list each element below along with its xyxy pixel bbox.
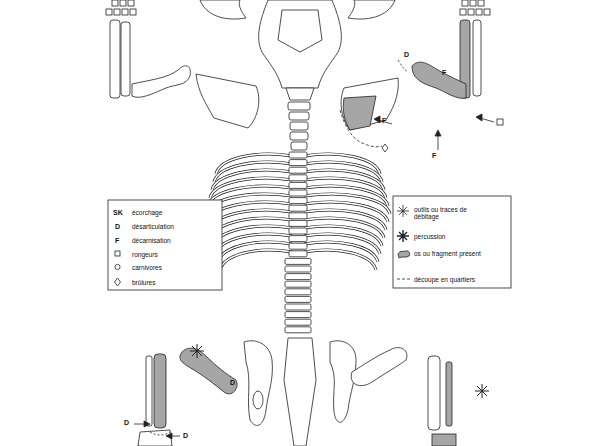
bone bbox=[146, 356, 152, 426]
mark-letter: F bbox=[382, 117, 386, 124]
legend-text: carnivores bbox=[132, 264, 162, 271]
legend-text: décarnisation bbox=[132, 237, 171, 244]
legend-text: brûlures bbox=[132, 279, 155, 286]
mark-letter: F bbox=[432, 152, 436, 159]
skull bbox=[286, 88, 314, 100]
bone bbox=[446, 362, 452, 426]
burn-symbol bbox=[115, 278, 121, 286]
scapula bbox=[343, 96, 376, 130]
percussion-symbol bbox=[190, 344, 489, 398]
vertebra bbox=[288, 102, 310, 150]
bone bbox=[154, 354, 166, 428]
bone bbox=[348, 0, 395, 19]
legend-text: découpe en quartiers bbox=[414, 276, 475, 283]
bone bbox=[473, 20, 481, 96]
mark-letter: F bbox=[115, 237, 119, 244]
legend-text: rongeurs bbox=[132, 251, 158, 258]
legend-text: désarticulation bbox=[132, 223, 174, 230]
bone bbox=[200, 0, 246, 19]
bone-symbol bbox=[398, 251, 410, 258]
legend-box bbox=[108, 200, 222, 290]
pelvis bbox=[244, 341, 272, 426]
bone bbox=[428, 356, 440, 430]
legend-text: outils ou traces de débitage bbox=[414, 206, 492, 221]
legend-box bbox=[393, 196, 511, 288]
pelvis bbox=[253, 391, 263, 409]
sacrum bbox=[284, 338, 316, 446]
bone bbox=[432, 434, 456, 446]
mark-letter: D bbox=[183, 432, 188, 439]
legend-text: percussion bbox=[414, 233, 445, 240]
carnivore-symbol bbox=[115, 264, 120, 269]
mark-letter: F bbox=[442, 69, 446, 76]
scapula bbox=[196, 74, 259, 128]
cut-line bbox=[397, 279, 410, 280]
mark-letter: D bbox=[230, 379, 235, 386]
bone bbox=[351, 348, 407, 386]
legend-text: écorchage bbox=[132, 209, 162, 216]
skull bbox=[259, 0, 342, 88]
tool-symbol bbox=[397, 205, 409, 217]
bone bbox=[138, 430, 172, 446]
mark-letter: D bbox=[115, 223, 120, 230]
mark-letter: SK bbox=[113, 209, 123, 216]
rodent-symbol bbox=[497, 119, 503, 125]
scapula bbox=[341, 78, 398, 130]
mark-letter: D bbox=[404, 51, 409, 58]
burn-symbol bbox=[382, 144, 388, 152]
legend-text: os ou fragment présent bbox=[414, 250, 492, 257]
ribs bbox=[206, 154, 390, 270]
percussion-symbol bbox=[397, 230, 409, 242]
bone bbox=[412, 62, 466, 98]
bone bbox=[132, 66, 190, 98]
vertebra bbox=[285, 152, 311, 333]
rodent-symbol bbox=[115, 251, 120, 256]
mark-letter: D bbox=[124, 419, 129, 426]
skull bbox=[278, 10, 322, 52]
bone bbox=[110, 20, 120, 98]
bone bbox=[121, 22, 130, 96]
bone bbox=[180, 348, 237, 394]
